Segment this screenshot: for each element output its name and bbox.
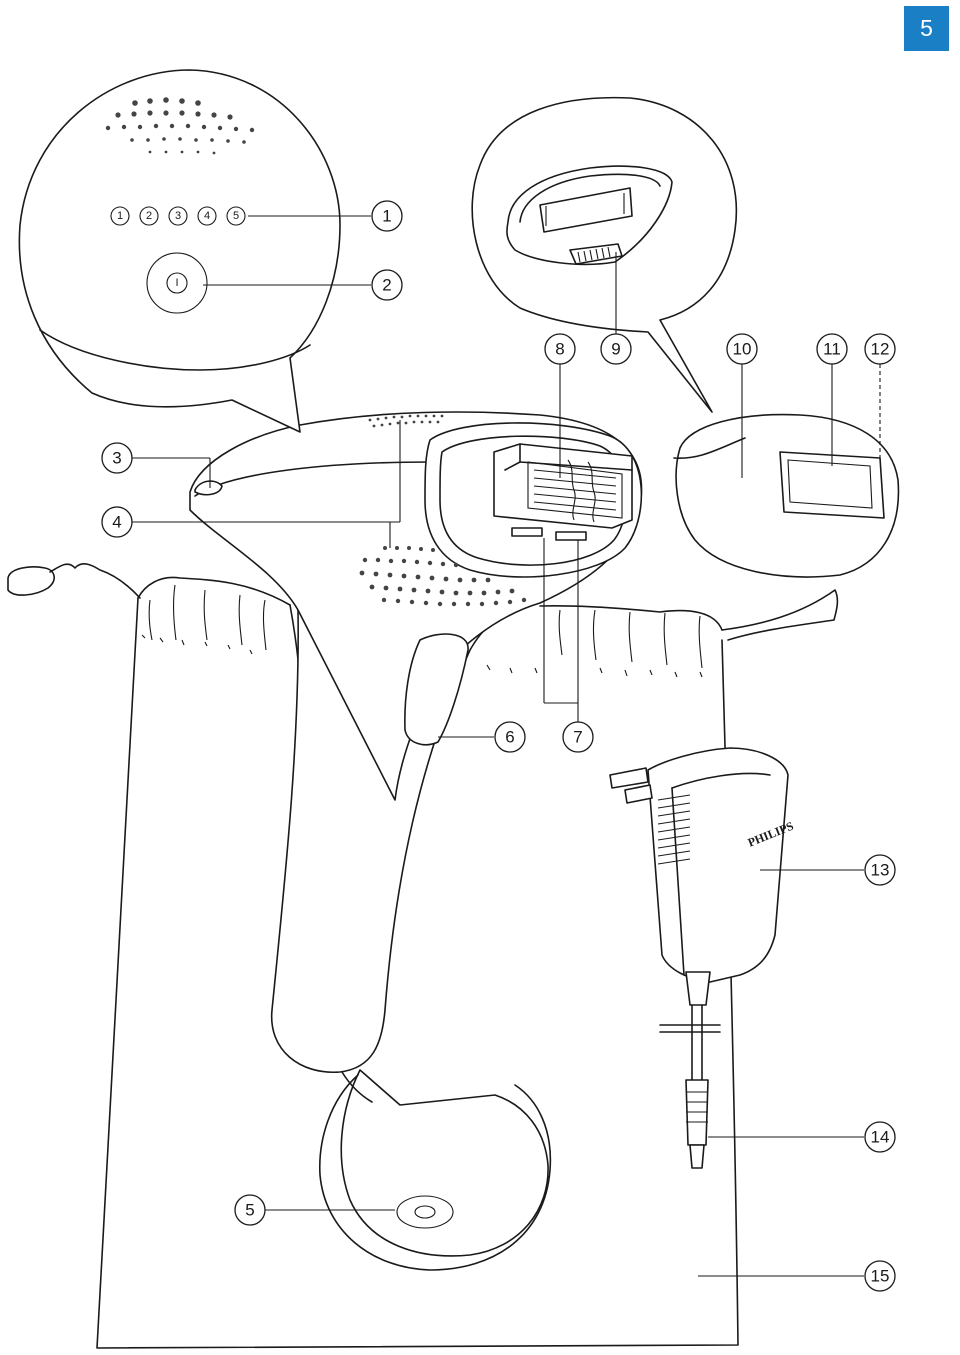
intensity-light-3 (168, 206, 188, 226)
callout-1: 1 (371, 200, 403, 232)
callout-label-4: 4 (112, 513, 121, 532)
callout-14: 14 (864, 1121, 896, 1153)
callout-label-8: 8 (555, 340, 564, 359)
light-exit-window (493, 443, 633, 529)
air-vents-top (368, 414, 444, 428)
air-vents-bottom (359, 546, 527, 607)
intensity-light-1 (110, 206, 130, 226)
intensity-label-2: 2 (146, 210, 152, 222)
leader-lines (132, 215, 881, 1277)
intensity-light-4 (197, 206, 217, 226)
callout-label-11: 11 (823, 340, 841, 359)
ready-to-flash-light (194, 480, 223, 496)
callout-11: 11 (816, 333, 848, 365)
callout-label-7: 7 (573, 728, 582, 747)
ipl-device (189, 411, 643, 1073)
callout-3: 3 (101, 442, 133, 474)
callout-label-3: 3 (112, 449, 121, 468)
attachment-detail (673, 413, 900, 578)
intensity-light-2 (139, 206, 159, 226)
intensity-label-1: 1 (117, 210, 123, 222)
callout-8: 8 (544, 333, 576, 365)
callout-4: 4 (101, 506, 133, 538)
callout-label-1: 1 (382, 207, 391, 226)
power-button (146, 252, 208, 314)
power-icon (166, 272, 188, 294)
skin-contact-sensor-right (555, 531, 587, 541)
intensity-label-4: 4 (204, 210, 210, 222)
lamp-unit-connector (569, 243, 623, 265)
adapter-socket-detail (319, 1069, 552, 1271)
device-cord (7, 563, 141, 599)
callout-label-2: 2 (382, 276, 391, 295)
power-adapter: PHILIPS (609, 747, 796, 1169)
callout-label-6: 6 (505, 728, 514, 747)
intensity-label-5: 5 (233, 210, 239, 222)
callout-2: 2 (371, 269, 403, 301)
lamp-unit-detail (471, 96, 738, 413)
intensity-lights: 1 2 3 4 5 (110, 206, 246, 226)
adapter-plug-pin-bottom (624, 784, 653, 804)
callout-9: 9 (600, 333, 632, 365)
callout-label-5: 5 (245, 1201, 254, 1220)
attachment-window (779, 451, 885, 519)
intensity-label-3: 3 (175, 210, 181, 222)
callout-label-9: 9 (611, 340, 620, 359)
control-panel-vent-dots (105, 97, 255, 155)
callout-5: 5 (234, 1194, 266, 1226)
callout-10: 10 (726, 333, 758, 365)
callout-6: 6 (494, 721, 526, 753)
callout-label-14: 14 (871, 1128, 890, 1147)
callout-7: 7 (562, 721, 594, 753)
skin-contact-sensor-left (511, 527, 543, 537)
page-number-badge: 5 (904, 6, 949, 51)
callout-label-15: 15 (871, 1267, 890, 1286)
callout-12: 12 (864, 333, 896, 365)
callout-15: 15 (864, 1260, 896, 1292)
intensity-light-5 (226, 206, 246, 226)
callout-label-13: 13 (871, 861, 890, 880)
callout-label-12: 12 (871, 340, 890, 359)
flash-button (404, 633, 469, 746)
control-panel-detail: 1 2 3 4 5 I (18, 69, 341, 433)
power-button-symbol: I (175, 277, 178, 289)
callout-label-10: 10 (733, 340, 752, 359)
adapter-socket (396, 1195, 454, 1229)
adapter-plug-pin-top (609, 767, 649, 789)
callout-13: 13 (864, 854, 896, 886)
